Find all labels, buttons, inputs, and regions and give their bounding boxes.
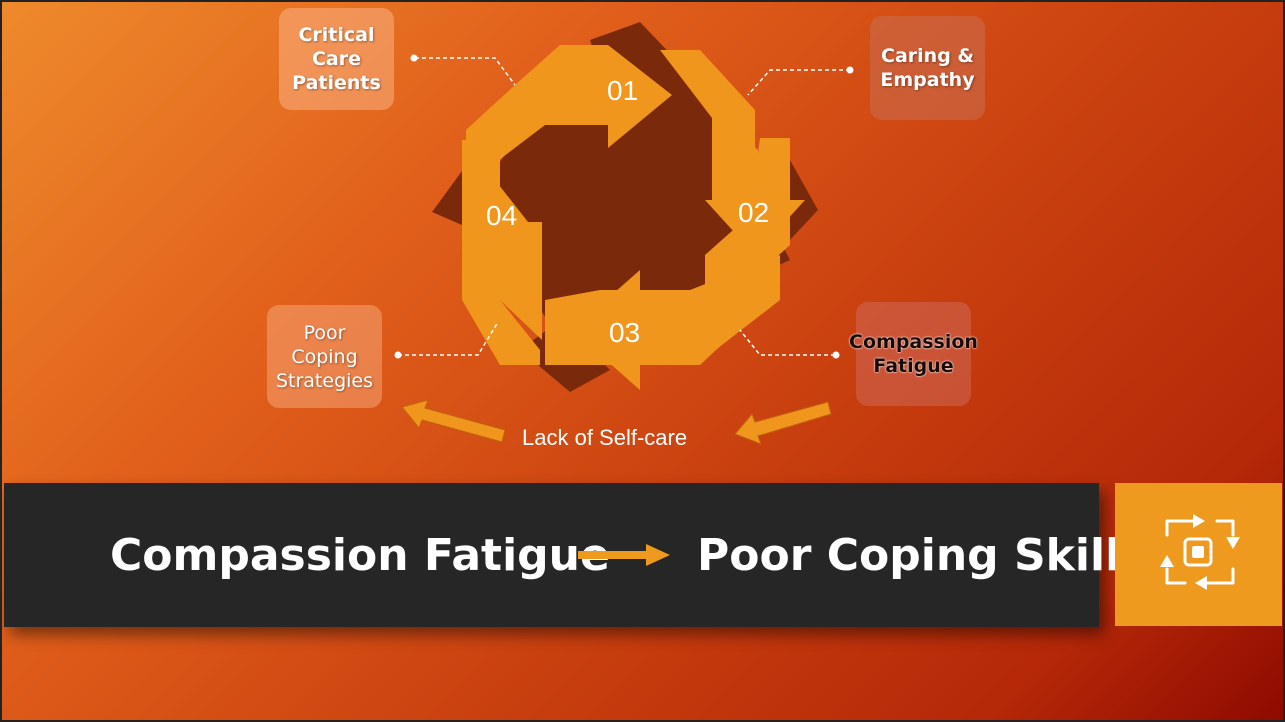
connector-dots — [394, 54, 854, 359]
step-number-02: 02 — [738, 197, 769, 228]
frame-right — [705, 138, 790, 290]
step-number-01: 01 — [607, 75, 638, 106]
right-arrow-icon — [578, 544, 670, 566]
connector-02 — [747, 69, 850, 96]
arrow-01 — [466, 45, 672, 185]
connector-04 — [398, 321, 499, 356]
arrow-04 — [462, 180, 542, 340]
frame-left — [462, 140, 540, 365]
label-critical-care-patients: Critical Care Patients — [279, 8, 394, 110]
step-number-03: 03 — [609, 317, 640, 348]
lack-of-self-care-label: Lack of Self-care — [522, 425, 688, 450]
icon-tile — [1115, 483, 1282, 626]
arrow-02 — [705, 110, 805, 255]
connector-03 — [739, 329, 835, 356]
connector-01 — [415, 57, 516, 86]
connector-dot-03 — [832, 351, 840, 359]
title-banner — [4, 483, 1099, 627]
connector-dot-04 — [394, 351, 402, 359]
connector-dot-02 — [846, 66, 854, 74]
label-caring-empathy: Caring & Empathy — [870, 16, 985, 120]
selfcare-arrow-left — [401, 399, 506, 443]
banner-right-text: Poor Coping Skills — [697, 530, 1147, 581]
step-number-04: 04 — [486, 200, 517, 231]
arrow-03 — [572, 262, 780, 390]
label-poor-coping-strategies: Poor Coping Strategies — [267, 305, 382, 408]
label-compassion-fatigue: Compassion Fatigue — [849, 302, 978, 406]
connectors — [398, 57, 850, 356]
selfcare-arrow-right — [734, 401, 832, 445]
connector-dot-01 — [410, 54, 418, 62]
banner-left-text: Compassion Fatigue — [110, 530, 610, 581]
cycle-process-icon — [1160, 514, 1240, 590]
